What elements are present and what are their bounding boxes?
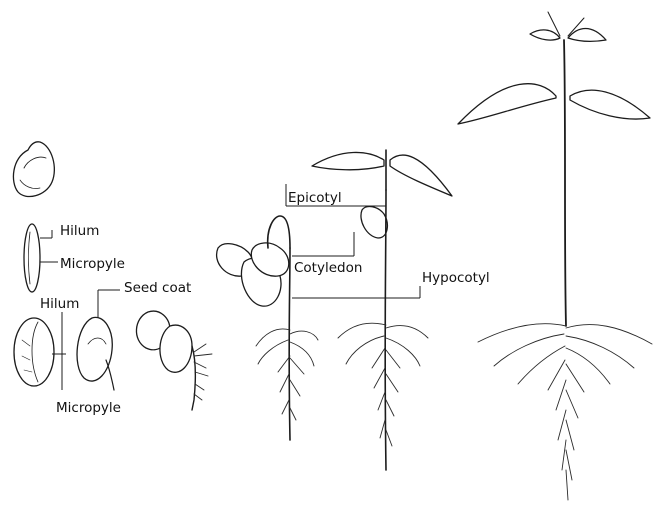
- label-seed-coat: Seed coat: [124, 280, 191, 296]
- label-micropyle-2: Micropyle: [56, 400, 121, 416]
- stage-mature-plant: [458, 12, 652, 500]
- stage-seed-radicle: [77, 290, 120, 390]
- stage-seed-section: [14, 312, 66, 390]
- label-hilum-1: Hilum: [60, 223, 99, 239]
- stage-hypocotyl-hook: [217, 216, 318, 440]
- label-hilum-2: Hilum: [40, 296, 79, 312]
- stage-seed-whole: [13, 142, 54, 197]
- label-epicotyl: Epicotyl: [288, 190, 342, 206]
- stage-seed-side: [24, 224, 58, 292]
- label-micropyle-1: Micropyle: [60, 256, 125, 272]
- label-hypocotyl: Hypocotyl: [422, 270, 490, 286]
- stage-early-germination: [136, 311, 212, 410]
- label-cotyledon: Cotyledon: [294, 260, 362, 276]
